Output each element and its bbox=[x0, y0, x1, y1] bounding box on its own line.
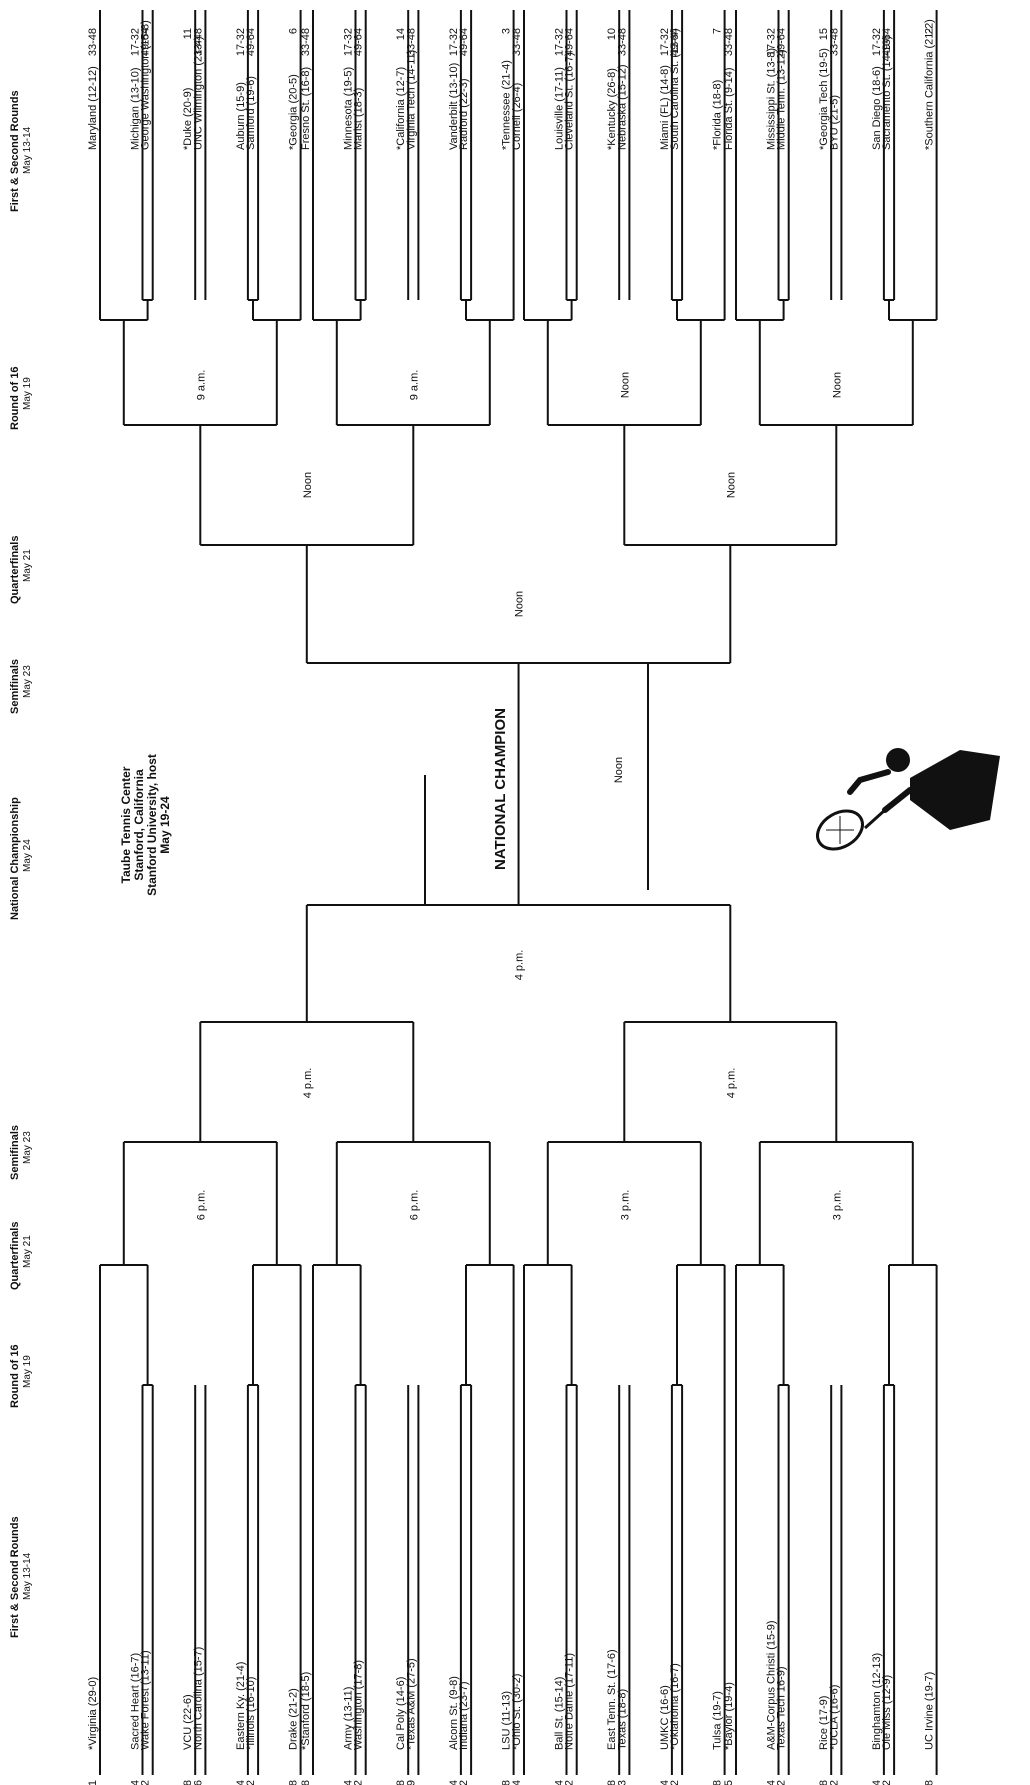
round-date: May 21 bbox=[22, 549, 33, 582]
team-name: Ole Miss (12-9) bbox=[881, 1675, 893, 1750]
bracket-upper-teams: Maryland (12-12)33-48Michigan (13-10)17-… bbox=[87, 19, 936, 150]
seed-code: 17-32 bbox=[776, 1780, 788, 1785]
seed-code: 6 bbox=[288, 28, 300, 34]
seed-code: 2 bbox=[924, 28, 936, 34]
r16-time: Noon bbox=[831, 372, 843, 398]
team-name: Virginia Tech (14-11) bbox=[405, 50, 417, 150]
seed-code: 7 bbox=[712, 28, 724, 34]
final-time-label: Noon bbox=[613, 757, 625, 783]
round-headers-top: First & Second Rounds May 13-14 Round of… bbox=[9, 90, 33, 920]
team-name: *Oklahoma (16-7) bbox=[669, 1663, 681, 1750]
round-header-r16-top: Round of 16 May 19 bbox=[9, 366, 33, 430]
host-info: Taube Tennis Center Stanford, California… bbox=[119, 754, 172, 896]
final-time: Noon bbox=[613, 757, 625, 783]
host-venue: Taube Tennis Center bbox=[119, 766, 133, 883]
qf-time: 4 p.m. bbox=[302, 1068, 314, 1099]
seed-code: 8 bbox=[300, 1780, 312, 1785]
r16-time: 3 p.m. bbox=[831, 1190, 843, 1221]
team-name: Tulsa (19-7) bbox=[712, 1691, 724, 1750]
seed-code: 12 bbox=[828, 1780, 840, 1785]
seed-code: 33-48 bbox=[924, 1780, 936, 1785]
national-champion-label: NATIONAL CHAMPION bbox=[492, 708, 509, 870]
host-school: Stanford University, host bbox=[145, 754, 159, 896]
round-title: Round of 16 bbox=[9, 1344, 21, 1408]
round-date: May 24 bbox=[22, 839, 33, 872]
national-champion: NATIONAL CHAMPION bbox=[492, 708, 509, 870]
round-title: Round of 16 bbox=[9, 366, 21, 430]
seed-code: 33-48 bbox=[405, 28, 417, 56]
round-title: National Championship bbox=[9, 797, 21, 920]
team-name: UC Irvine (19-7) bbox=[924, 1672, 936, 1750]
qf-time: 4 p.m. bbox=[725, 1068, 737, 1099]
team-name: Fresno St. (16-8) bbox=[300, 67, 312, 150]
r16-time: 6 p.m. bbox=[408, 1190, 420, 1221]
round-header-sf-bottom: Semifinals May 23 bbox=[9, 1125, 33, 1180]
team-name: *Stanford (18-5) bbox=[300, 1672, 312, 1750]
round-title: Semifinals bbox=[9, 1125, 21, 1180]
team-name: Drake (21-2) bbox=[288, 1688, 300, 1750]
seed-code: 33-48 bbox=[288, 1780, 300, 1785]
round-header-qf-top: Quarterfinals May 21 bbox=[9, 536, 33, 604]
round-title: Quarterfinals bbox=[9, 536, 21, 604]
round-date: May 23 bbox=[22, 665, 33, 698]
r16-time: Noon bbox=[619, 372, 631, 398]
seed-code: 17-32 bbox=[458, 1780, 470, 1785]
round-title: First & Second Rounds bbox=[9, 90, 21, 212]
team-name: *Florida (18-8) bbox=[712, 80, 724, 150]
round-header-final: National Championship May 24 bbox=[9, 797, 33, 920]
seed-code: 1 bbox=[87, 1780, 99, 1785]
r16-time: 3 p.m. bbox=[619, 1190, 631, 1221]
round-title: Semifinals bbox=[9, 659, 21, 714]
seed-code: 4 bbox=[511, 1780, 523, 1785]
qf-time: Noon bbox=[725, 472, 737, 498]
round-header-qf-bottom: Quarterfinals May 21 bbox=[9, 1222, 33, 1290]
round-date: May 13-14 bbox=[22, 126, 33, 174]
sf-time: 4 p.m. bbox=[514, 950, 526, 981]
seed-code: 33-48 bbox=[712, 1780, 724, 1785]
bracket-lines bbox=[100, 10, 937, 1775]
round-title: First & Second Rounds bbox=[9, 1516, 21, 1638]
round-title: Quarterfinals bbox=[9, 1222, 21, 1290]
team-name: *Georgia (20-5) bbox=[288, 74, 300, 150]
round-header-r16-bottom: Round of 16 May 19 bbox=[9, 1344, 33, 1408]
seed-code: 16 bbox=[192, 1780, 204, 1785]
seed-code: 17-32 bbox=[353, 1780, 365, 1785]
sf-time: Noon bbox=[514, 591, 526, 617]
team-name: Maryland (12-12) bbox=[87, 66, 99, 150]
seed-code: 9 bbox=[405, 1780, 417, 1785]
seed-code: 33-48 bbox=[300, 28, 312, 56]
round-header-sf-top: Semifinals May 23 bbox=[9, 659, 33, 714]
qf-time: Noon bbox=[302, 472, 314, 498]
round-date: May 19 bbox=[22, 1355, 33, 1388]
seed-code: 17-32 bbox=[669, 1780, 681, 1785]
round-date: May 13-14 bbox=[22, 1552, 33, 1600]
r16-time: 6 p.m. bbox=[195, 1190, 207, 1221]
round-headers-bottom: Semifinals May 23 Quarterfinals May 21 R… bbox=[9, 1125, 33, 1638]
round-header-first-second-top: First & Second Rounds May 13-14 bbox=[9, 90, 33, 212]
team-name: *Southern California (21-2) bbox=[924, 19, 936, 150]
round-date: May 21 bbox=[22, 1235, 33, 1268]
seed-code: 17-32 bbox=[881, 1780, 893, 1785]
host-dates: May 19-24 bbox=[158, 796, 172, 854]
host-city: Stanford, California bbox=[132, 769, 146, 881]
tennis-player-icon bbox=[811, 748, 1000, 857]
seed-code: 13 bbox=[616, 1780, 628, 1785]
round-header-first-second-bottom: First & Second Rounds May 13-14 bbox=[9, 1516, 33, 1638]
team-name: *Virginia (29-0) bbox=[87, 1677, 99, 1750]
round-date: May 19 bbox=[22, 377, 33, 410]
seed-code: 49-64 bbox=[669, 28, 681, 56]
seed-code: 17-32 bbox=[564, 1780, 576, 1785]
seed-code: 17-32 bbox=[245, 1780, 257, 1785]
r16-time: 9 a.m. bbox=[195, 370, 207, 401]
seed-code: 33-48 bbox=[87, 28, 99, 56]
round-date: May 23 bbox=[22, 1131, 33, 1164]
seed-code: 49-64 bbox=[881, 28, 893, 56]
r16-time: 9 a.m. bbox=[408, 370, 420, 401]
team-name: *Texas A&M (27-5) bbox=[405, 1658, 417, 1750]
seed-code: 17-32 bbox=[140, 1780, 152, 1785]
seed-code: 5 bbox=[723, 1780, 735, 1785]
